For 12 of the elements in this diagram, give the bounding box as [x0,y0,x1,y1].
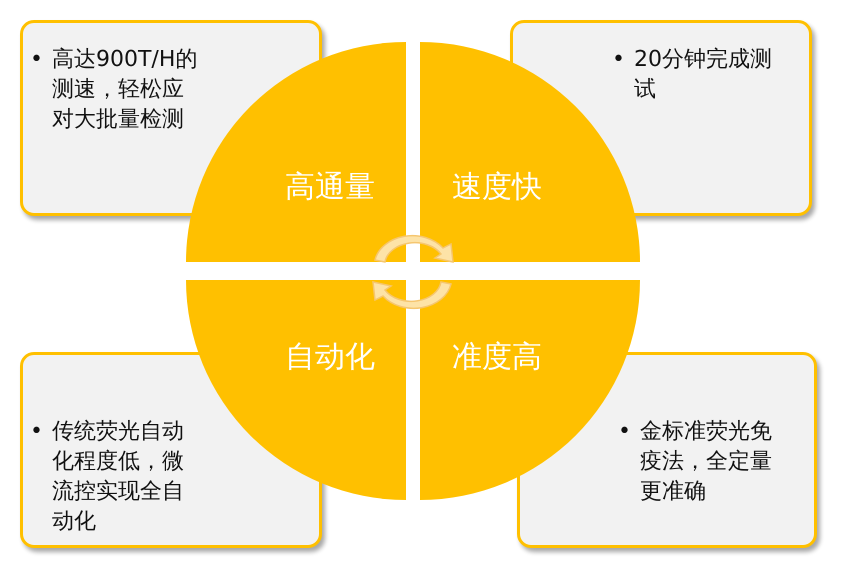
bullet-text: 高达900T/H的测速，轻松应对大批量检测 [52,46,198,134]
quadrant-label: 速度快 [452,168,542,206]
bullet-text: 20分钟完成测试 [634,46,773,104]
quadrant-label: 高通量 [285,168,375,206]
bullet-mark: • [30,46,43,74]
bullet-text: 金标准荧光免疫法，全定量更准确 [640,418,773,506]
bullet-mark: • [612,46,625,74]
bullet-text: 传统荧光自动化程度低，微流控实现全自动化 [52,418,185,536]
quadrant-label: 自动化 [285,338,375,376]
bullet-mark: • [618,418,631,446]
bullet-mark: • [30,418,43,446]
quadrant-label: 准度高 [452,338,542,376]
